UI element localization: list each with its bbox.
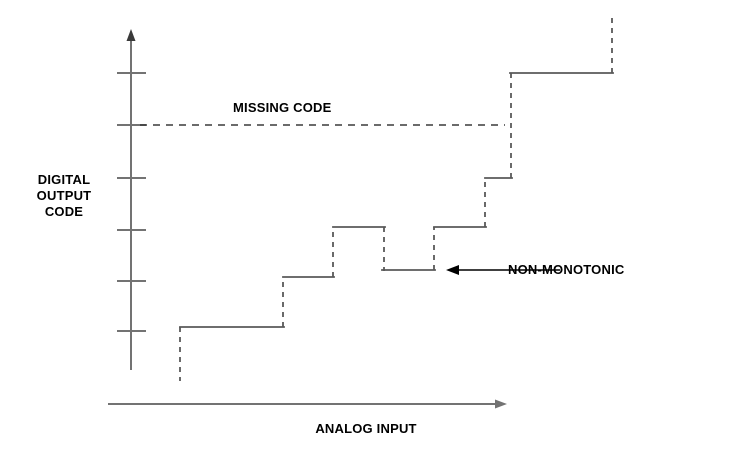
non-monotonic-arrow [446,265,560,275]
arrow-head-icon [446,265,459,275]
y-axis-arrowhead-icon [126,29,136,41]
non-monotonic-label: NON-MONOTONIC [508,262,625,277]
y-axis-title: DIGITAL OUTPUT CODE [36,172,92,219]
x-axis-title: ANALOG INPUT [315,421,417,436]
staircase-treads [179,72,614,328]
staircase-risers [179,18,613,381]
missing-code-label: MISSING CODE [233,100,332,115]
y-axis [117,29,146,370]
x-axis-arrowhead-icon [495,399,507,409]
y-axis-ticks [117,72,146,332]
x-axis [108,399,507,409]
